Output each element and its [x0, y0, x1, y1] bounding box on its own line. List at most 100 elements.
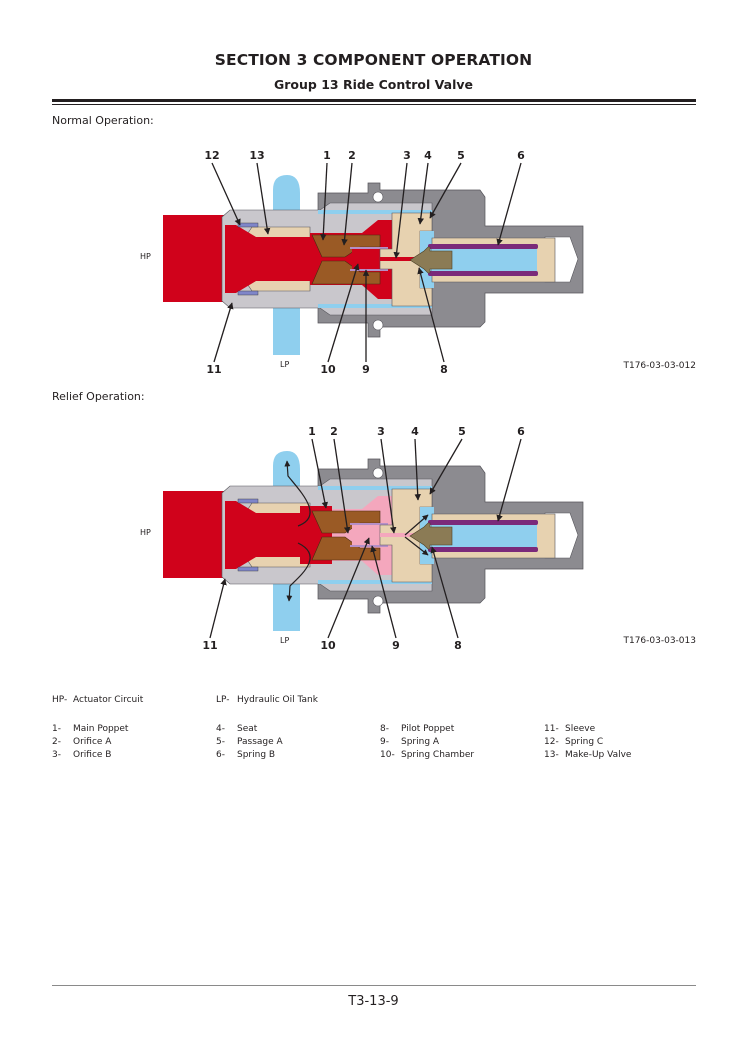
legend-item: 9- Spring A [380, 736, 474, 749]
normal-operation-caption: Normal Operation: [52, 114, 154, 127]
callout-leader-13 [256, 162, 271, 235]
legend-num: 11- [544, 724, 559, 734]
legend-item: 6- Spring B [216, 749, 283, 762]
callout-leader-8 [417, 267, 445, 363]
legend-num: 13- [544, 750, 559, 760]
callout-10: 10 [320, 363, 336, 376]
callout-9: 9 [362, 363, 370, 376]
callout-leader-5 [429, 162, 462, 219]
housing-port-lower [372, 595, 384, 607]
callout-leader-11 [209, 578, 227, 639]
pilot-flow-arrow-down [404, 536, 429, 556]
figure-id-normal: T176-03-03-012 [623, 361, 696, 371]
footer-rule [52, 985, 696, 986]
callout-leader-12 [211, 162, 241, 226]
legend-item: 4-Seat [216, 723, 283, 736]
callout-4: 4 [411, 425, 419, 438]
spring-chamber [352, 249, 378, 269]
callout-leader-8 [430, 546, 459, 639]
callout-9: 9 [392, 639, 400, 652]
legend-num: 1- [52, 724, 61, 734]
callout-8: 8 [454, 639, 462, 652]
callout-leader-11 [213, 302, 234, 363]
legend-num: 12- [544, 737, 559, 747]
housing-port-upper [372, 191, 384, 203]
callout-1: 1 [308, 425, 316, 438]
callout-leader-9 [370, 545, 397, 639]
legend-item: 3-Orifice B [52, 749, 128, 762]
callout-11: 11 [202, 639, 217, 652]
legend-item: 11- Sleeve [544, 723, 631, 736]
legend-label: Sleeve [565, 724, 596, 734]
legend-code: HP- [52, 695, 68, 705]
callout-leader-3 [380, 438, 397, 534]
callout-12: 12 [204, 149, 219, 162]
spring-b-top [428, 520, 538, 525]
spring-b-bottom [428, 547, 538, 552]
callout-leader-10 [327, 263, 360, 363]
lp-annulus-top [318, 210, 432, 214]
legend-label: Spring B [237, 750, 276, 760]
legend-item: 13-Make-Up Valve [544, 749, 631, 762]
pilot-flow-arrow-up [404, 514, 429, 536]
legend-item: 2-Orifice A [52, 736, 128, 749]
legend-num: 5- [216, 737, 225, 747]
legend-label: Pilot Poppet [401, 724, 455, 734]
legend-column-3: 8- Pilot Poppet 9- Spring A 10-Spring Cham… [380, 723, 474, 762]
hp-port-block [163, 215, 225, 302]
callout-4: 4 [424, 149, 432, 162]
legend-label: Passage A [237, 737, 283, 747]
lp-port-label: LP [280, 636, 289, 645]
spring-a-top [350, 247, 388, 249]
housing-port-upper [372, 467, 384, 479]
header-rule-thick [52, 99, 696, 102]
hp-port-label: HP [140, 252, 151, 261]
callout-leader-4 [414, 438, 421, 501]
legend-label: Orifice A [73, 737, 112, 747]
legend-port-hp: HP- Actuator Circuit [52, 694, 143, 707]
spring-a-top [350, 523, 388, 525]
legend-item: 10-Spring Chamber [380, 749, 474, 762]
callout-leader-3 [393, 162, 408, 259]
legend-label: Spring A [401, 737, 440, 747]
flow-arrow-down [286, 542, 311, 602]
legend-label: Hydraulic Oil Tank [237, 695, 318, 705]
hp-port-label: HP [140, 528, 151, 537]
legend-column-1: 1- Main Poppet 2-Orifice A 3-Orifice B [52, 723, 128, 762]
group-title: Group 13 Ride Control Valve [273, 77, 473, 92]
callout-6: 6 [517, 149, 525, 162]
legend-num: 4- [216, 724, 225, 734]
lp-annulus-bottom [318, 580, 432, 584]
callout-2: 2 [330, 425, 338, 438]
page-number: T3-13-9 [348, 994, 399, 1009]
callout-leader-2 [341, 162, 353, 246]
spring-chamber [352, 525, 378, 545]
legend-num: 8- [380, 724, 389, 734]
spring-c-top [237, 498, 259, 504]
legend-item: 1- Main Poppet [52, 723, 128, 736]
legend-num: 10- [380, 750, 395, 760]
hp-flow-core [225, 501, 310, 569]
pilot-poppet [409, 522, 453, 550]
callout-leader-6 [496, 162, 522, 246]
legend-label: Actuator Circuit [73, 695, 144, 705]
hp-port-block [163, 491, 225, 578]
orifice-b [380, 533, 422, 537]
legend-column-4: 11- Sleeve 12- Spring C 13-Make-Up Valve [544, 723, 631, 762]
legend-label: Spring C [565, 737, 604, 747]
spring-b-top [428, 244, 538, 249]
callout-6: 6 [517, 425, 525, 438]
callout-1: 1 [323, 149, 331, 162]
legend-port-lp: LP-Hydraulic Oil Tank [216, 694, 318, 707]
legend-label: Orifice B [73, 750, 112, 760]
legend-item: 8- Pilot Poppet [380, 723, 474, 736]
callout-leader-6 [496, 438, 522, 522]
lp-annulus-bottom [318, 304, 432, 308]
callout-3: 3 [377, 425, 385, 438]
legend-num: 9- [380, 737, 389, 747]
legend-num: 6- [216, 750, 225, 760]
legend-label: Main Poppet [73, 724, 129, 734]
callout-8: 8 [440, 363, 448, 376]
